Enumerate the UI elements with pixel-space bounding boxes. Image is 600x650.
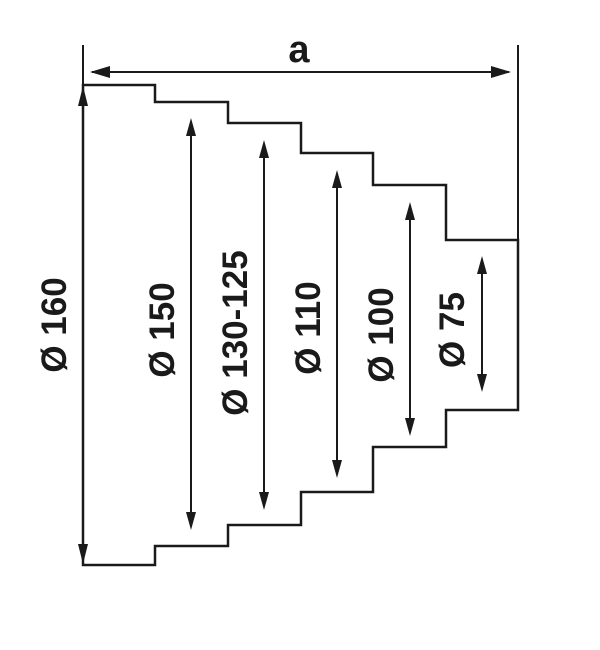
diameter-150-bottom-arrowhead <box>186 512 196 530</box>
diameter-150-top-arrowhead <box>186 118 196 136</box>
dimension-a-label: a <box>288 29 310 71</box>
diameter-160-label: Ø 160 <box>35 277 74 372</box>
diameter-130-125-bottom-arrowhead <box>259 492 269 510</box>
dimension-a-left-arrowhead <box>90 66 110 78</box>
diameter-dimension-75: Ø 75 <box>433 256 487 392</box>
diameter-75-bottom-arrowhead <box>477 374 487 392</box>
diameter-75-label: Ø 75 <box>433 292 472 368</box>
diameter-dimension-100: Ø 100 <box>362 202 415 436</box>
diameter-dimension-150: Ø 150 <box>143 118 196 530</box>
diameter-150-label: Ø 150 <box>143 282 182 377</box>
diameter-dimension-110: Ø 110 <box>289 170 342 478</box>
dimension-a-right-arrowhead <box>491 66 511 78</box>
diameter-dimension-160: Ø 160 <box>35 86 88 564</box>
diameter-75-top-arrowhead <box>477 256 487 274</box>
diameter-100-bottom-arrowhead <box>405 418 415 436</box>
diameter-110-top-arrowhead <box>332 170 342 188</box>
diameter-100-top-arrowhead <box>405 202 415 220</box>
stepped-profile-outline <box>81 83 520 567</box>
diameter-130-125-label: Ø 130-125 <box>216 250 255 415</box>
diameter-160-bottom-arrowhead <box>78 544 88 564</box>
diameter-100-label: Ø 100 <box>362 287 401 382</box>
diameter-130-125-top-arrowhead <box>259 140 269 158</box>
diameter-110-bottom-arrowhead <box>332 460 342 478</box>
diameter-160-top-arrowhead <box>78 86 88 106</box>
diameter-110-label: Ø 110 <box>289 281 328 374</box>
diameter-dimension-130-125: Ø 130-125 <box>216 140 269 510</box>
